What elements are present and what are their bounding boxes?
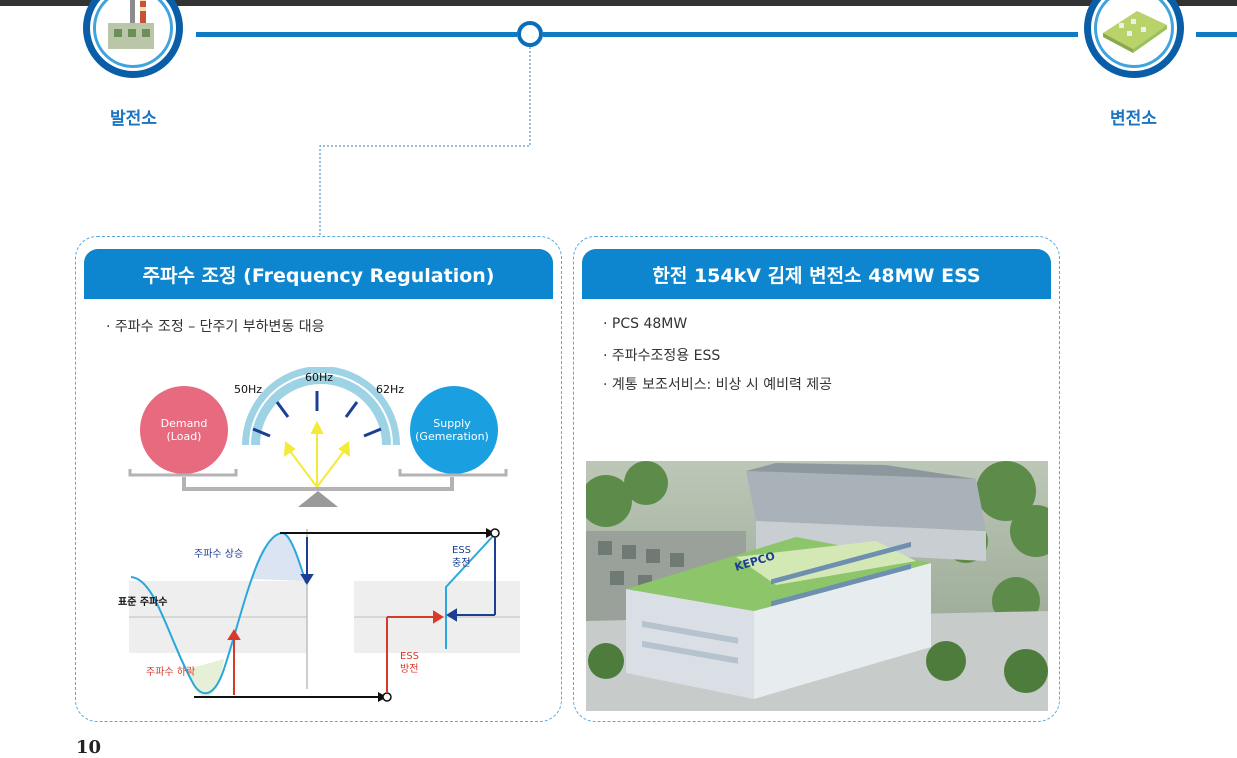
gauge-label-62: 62Hz bbox=[376, 383, 404, 396]
demand-label-1: Demand bbox=[161, 417, 208, 430]
ess-discharge-label-1: ESS bbox=[400, 651, 419, 662]
timeline-line-left bbox=[196, 32, 517, 37]
ess-bullet-1: · PCS 48MW bbox=[603, 316, 688, 332]
gauge-label-50: 50Hz bbox=[234, 383, 262, 396]
frequency-regulation-bullet: · 주파수 조정 – 단주기 부하변동 대응 bbox=[106, 319, 325, 335]
freq-down-label: 주파수 하락 bbox=[146, 665, 195, 678]
top-bar bbox=[0, 0, 1237, 6]
gauge-label-60: 60Hz bbox=[305, 371, 333, 384]
timeline-line-right bbox=[1196, 32, 1237, 37]
power-plant-label: 발전소 bbox=[110, 109, 157, 129]
demand-circle bbox=[140, 386, 228, 474]
ess-bullet-2: · 주파수조정용 ESS bbox=[603, 348, 721, 364]
ess-substation-panel: 한전 154kV 김제 변전소 48MW ESS · PCS 48MW · 주파… bbox=[573, 236, 1060, 722]
balance-fulcrum bbox=[298, 491, 338, 507]
page-number: 10 bbox=[76, 737, 102, 758]
balance-diagram: 60Hz 50Hz 62Hz Demand (Load) Supply (Gem… bbox=[128, 367, 508, 507]
substation-node[interactable] bbox=[1084, 0, 1184, 78]
supply-label-1: Supply bbox=[433, 417, 471, 430]
timeline-line-middle bbox=[543, 32, 1078, 37]
freq-up-label: 주파수 상승 bbox=[194, 548, 243, 560]
ess-discharge-label-2: 방전 bbox=[400, 663, 418, 675]
freq-std-label: 표준 주파수 bbox=[118, 595, 167, 608]
supply-circle bbox=[410, 386, 498, 474]
frequency-waveform-diagram: 주파수 상승 표준 주파수 주파수 하락 ESS 충전 ESS 방전 bbox=[118, 528, 520, 702]
power-plant-node[interactable] bbox=[83, 0, 183, 78]
substation-icon bbox=[1103, 11, 1167, 53]
supply-label-2: (Gemeration) bbox=[415, 430, 489, 443]
frequency-regulation-title: 주파수 조정 (Frequency Regulation) bbox=[84, 249, 553, 299]
substation-label: 변전소 bbox=[1110, 109, 1157, 129]
substation-photo: KEPCO bbox=[586, 461, 1048, 711]
frequency-regulation-panel: 주파수 조정 (Frequency Regulation) · 주파수 조정 –… bbox=[75, 236, 562, 722]
ess-bullet-3: · 계통 보조서비스: 비상 시 예비력 제공 bbox=[603, 377, 833, 393]
ess-charge-label-1: ESS bbox=[452, 545, 471, 556]
ess-substation-title: 한전 154kV 김제 변전소 48MW ESS bbox=[582, 249, 1051, 299]
timeline-junction[interactable] bbox=[517, 21, 543, 47]
demand-label-2: (Load) bbox=[167, 430, 202, 443]
power-plant-icon bbox=[108, 0, 154, 49]
ess-charge-label-2: 충전 bbox=[452, 557, 470, 569]
